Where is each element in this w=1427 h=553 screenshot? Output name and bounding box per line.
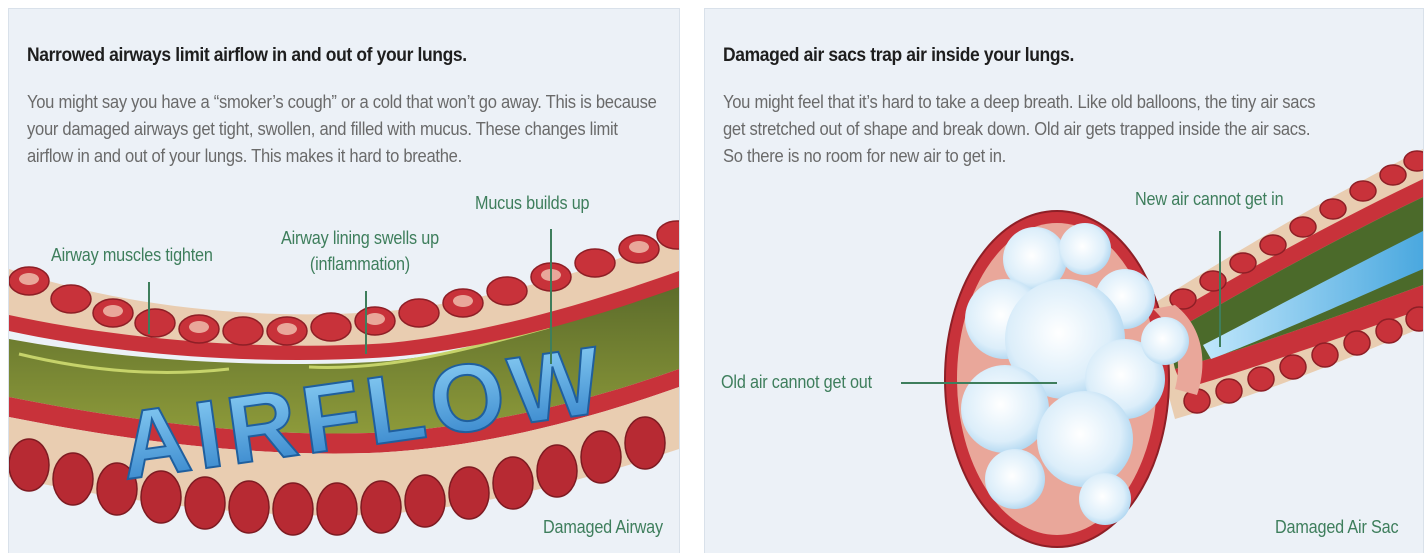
right-body-line: You might feel that it’s hard to take a …: [723, 89, 1315, 116]
right-body-line: get stretched out of shape and break dow…: [723, 116, 1315, 143]
left-heading: Narrowed airways limit airflow in and ou…: [27, 45, 467, 67]
new-air-callout-label: New air cannot get in: [1135, 189, 1283, 210]
damaged-airway-panel: AIRFLOW Narrowed airways limit airflow i…: [8, 8, 680, 553]
old-air-callout-label: Old air cannot get out: [721, 372, 872, 393]
lining-callout-line2: (inflammation): [281, 251, 439, 277]
damaged-air-sac-caption: Damaged Air Sac: [1275, 517, 1398, 538]
damaged-air-sac-panel: Damaged air sacs trap air inside your lu…: [704, 8, 1424, 553]
damaged-airway-caption: Damaged Airway: [543, 517, 663, 538]
left-body-line: your damaged airways get tight, swollen,…: [27, 116, 657, 143]
lining-callout-label: Airway lining swells up (inflammation): [281, 225, 439, 277]
left-body-line: airflow in and out of your lungs. This m…: [27, 143, 657, 170]
left-body-text: You might say you have a “smoker’s cough…: [27, 89, 657, 170]
right-body-text: You might feel that it’s hard to take a …: [723, 89, 1315, 170]
muscles-callout-label: Airway muscles tighten: [51, 245, 213, 266]
right-heading: Damaged air sacs trap air inside your lu…: [723, 45, 1074, 67]
left-body-line: You might say you have a “smoker’s cough…: [27, 89, 657, 116]
right-body-line: So there is no room for new air to get i…: [723, 143, 1315, 170]
mucus-callout-label: Mucus builds up: [475, 193, 589, 214]
lining-callout-line1: Airway lining swells up: [281, 225, 439, 251]
